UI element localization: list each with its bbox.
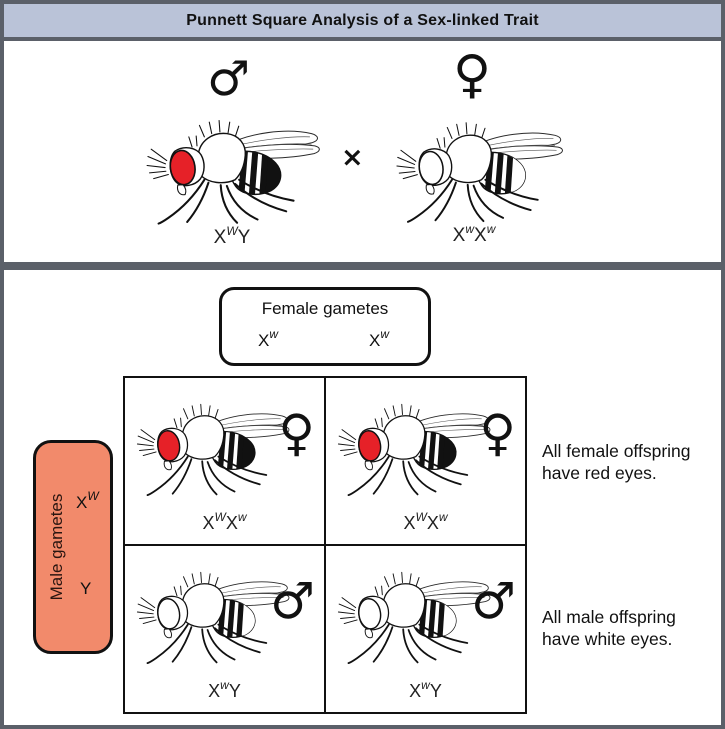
male-symbol-icon: ♂ bbox=[270, 572, 315, 630]
allele-superscript: w bbox=[438, 510, 448, 524]
male-gametes-label: Male gametes bbox=[47, 493, 66, 601]
red-eyed-female-fly-illustration bbox=[127, 390, 299, 498]
punnett-cell-top-right: ♀ XWXw bbox=[325, 377, 526, 545]
allele-base: Y bbox=[228, 681, 241, 701]
allele-base: Y bbox=[80, 579, 92, 598]
male-symbol-icon: ♂ bbox=[207, 51, 251, 107]
allele-base: X bbox=[474, 225, 487, 246]
male-parent-genotype: XWY bbox=[162, 223, 302, 249]
allele-base: X bbox=[409, 681, 422, 701]
allele-superscript: W bbox=[214, 510, 226, 524]
cross-symbol: × bbox=[341, 142, 364, 173]
allele-base: X bbox=[403, 513, 416, 533]
male-gamete-1: XW bbox=[76, 490, 99, 513]
allele-superscript: W bbox=[87, 489, 99, 504]
offspring-genotype: XwY bbox=[326, 678, 525, 702]
punnett-cell-bottom-left: ♂ XwY bbox=[124, 545, 325, 713]
punnett-grid: ♀ XWXw ♀ XWXw ♂ XwY ♂ XwY bbox=[123, 376, 527, 714]
female-symbol-icon: ♀ bbox=[479, 404, 516, 462]
allele-base: X bbox=[452, 225, 466, 246]
female-symbol-icon: ♀ bbox=[278, 404, 315, 462]
female-gamete-2: Xw bbox=[369, 328, 389, 351]
female-offspring-caption: All female offspring have red eyes. bbox=[542, 441, 691, 484]
female-gametes-box: Female gametes Xw Xw bbox=[219, 287, 431, 366]
male-symbol-icon: ♂ bbox=[471, 572, 516, 630]
allele-base: Y bbox=[237, 227, 251, 248]
allele-base: X bbox=[258, 331, 270, 350]
red-eyed-male-fly-illustration bbox=[143, 104, 323, 227]
figure-title-bar: Punnett Square Analysis of a Sex-linked … bbox=[0, 0, 725, 41]
male-gamete-2: Y bbox=[80, 579, 91, 599]
allele-base: X bbox=[208, 681, 221, 701]
male-gametes-box: Male gametes XW Y bbox=[33, 440, 113, 654]
allele-superscript: w bbox=[237, 510, 247, 524]
allele-base: X bbox=[213, 227, 227, 248]
offspring-genotype: XwY bbox=[125, 678, 324, 702]
female-parent-genotype: XwXw bbox=[404, 221, 544, 247]
allele-base: X bbox=[426, 513, 439, 533]
parental-cross-section: ♂ ♀ × XWY XwXw bbox=[0, 41, 725, 266]
allele-base: X bbox=[225, 513, 238, 533]
allele-base: X bbox=[369, 331, 381, 350]
red-eyed-female-fly-illustration bbox=[328, 390, 500, 498]
figure-title: Punnett Square Analysis of a Sex-linked … bbox=[186, 11, 539, 29]
punnett-cell-top-left: ♀ XWXw bbox=[124, 377, 325, 545]
punnett-cell-bottom-right: ♂ XwY bbox=[325, 545, 526, 713]
allele-superscript: w bbox=[421, 678, 430, 692]
allele-base: X bbox=[76, 493, 88, 512]
allele-superscript: w bbox=[380, 327, 390, 342]
offspring-genotype: XWXw bbox=[125, 510, 324, 534]
female-gamete-1: Xw bbox=[258, 328, 278, 351]
allele-superscript: W bbox=[415, 510, 427, 524]
allele-base: Y bbox=[429, 681, 442, 701]
female-gametes-label: Female gametes bbox=[261, 299, 389, 318]
allele-superscript: W bbox=[226, 223, 238, 238]
female-symbol-icon: ♀ bbox=[453, 45, 492, 105]
allele-superscript: w bbox=[269, 327, 279, 342]
allele-base: X bbox=[202, 513, 215, 533]
allele-superscript: w bbox=[220, 678, 229, 692]
allele-superscript: w bbox=[465, 221, 474, 236]
white-eyed-female-fly-illustration bbox=[393, 107, 566, 225]
punnett-square-section: Female gametes Xw Xw Male gametes XW Y ♀… bbox=[0, 266, 725, 729]
allele-superscript: w bbox=[486, 221, 496, 236]
male-offspring-caption: All male offspring have white eyes. bbox=[542, 607, 676, 650]
offspring-genotype: XWXw bbox=[326, 510, 525, 534]
